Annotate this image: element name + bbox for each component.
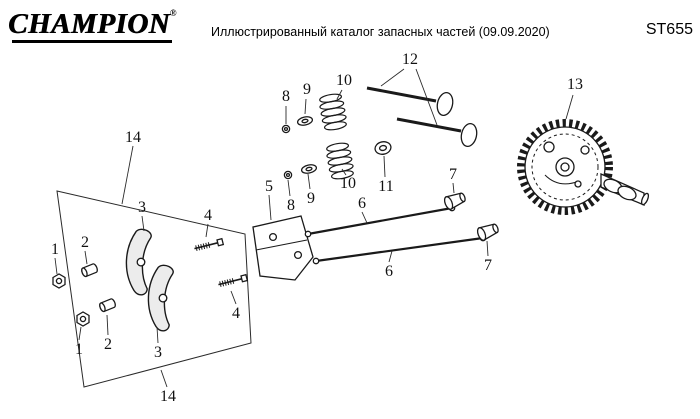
- valve-seal-11: [374, 141, 392, 155]
- callout-12: 12: [402, 51, 418, 68]
- callout-3-upper: 3: [138, 199, 146, 216]
- leader-line-1b: [78, 326, 82, 341]
- leader-line-10b: [341, 168, 347, 176]
- callout-8-mid: 8: [287, 197, 295, 214]
- callout-9-top: 9: [303, 81, 311, 98]
- valve-12b: [396, 117, 478, 148]
- push-rod-6b: [312, 234, 487, 265]
- leader-line-3b: [156, 326, 159, 344]
- camshaft-13: [517, 119, 650, 215]
- pivot-part-2a: [81, 263, 98, 278]
- group-14-outline: [56, 190, 252, 388]
- callout-14-bottom: 14: [160, 388, 176, 405]
- leader-line-6b: [388, 250, 393, 263]
- callout-2-lower: 2: [104, 336, 112, 353]
- callout-6-lower: 6: [385, 263, 393, 280]
- valve-spring-10a: [319, 93, 347, 131]
- valve-keeper-8b: [283, 170, 293, 180]
- callout-2-upper: 2: [81, 234, 89, 251]
- leader-line-12b: [415, 68, 438, 126]
- callout-11: 11: [378, 178, 393, 195]
- leader-line-12a: [380, 68, 405, 87]
- callout-5: 5: [265, 178, 273, 195]
- leader-line-11: [383, 155, 386, 178]
- callout-1-upper: 1: [51, 241, 59, 258]
- callout-14-top: 14: [125, 129, 141, 146]
- spring-retainer-9a: [296, 116, 314, 126]
- leader-line-14a: [121, 145, 134, 205]
- leader-line-2b: [106, 314, 109, 336]
- catalog-title: Иллюстрированный каталог запасных частей…: [211, 25, 550, 39]
- nut-part-1b: [76, 311, 90, 327]
- pivot-part-2b: [99, 298, 116, 313]
- leader-line-4a: [205, 223, 209, 238]
- callout-1-lower: 1: [75, 341, 83, 358]
- leader-line-13: [565, 94, 574, 120]
- nut-part-1a: [52, 273, 66, 289]
- champion-logo: CHAMPION®: [8, 8, 178, 43]
- leader-line-4b: [230, 290, 237, 305]
- adjusting-screw-4a: [194, 237, 225, 251]
- callout-9-mid: 9: [307, 190, 315, 207]
- tappet-7a: [443, 192, 466, 211]
- callout-3-lower: 3: [154, 344, 162, 361]
- callout-6-upper: 6: [358, 195, 366, 212]
- leader-line-9b: [307, 173, 311, 190]
- valve-spring-10b: [326, 142, 354, 180]
- leader-line-10a: [336, 89, 343, 100]
- callout-7-upper: 7: [449, 166, 457, 183]
- model-number: ST655: [645, 21, 693, 38]
- leader-line-5: [268, 194, 272, 221]
- leader-line-9a: [304, 98, 307, 115]
- push-rod-6a: [304, 204, 456, 238]
- spring-retainer-9b: [300, 164, 318, 174]
- callout-7-lower: 7: [484, 257, 492, 274]
- leader-line-1a: [54, 257, 58, 275]
- tappet-7b: [476, 223, 499, 242]
- leader-line-7b: [486, 240, 489, 257]
- valve-12a: [366, 86, 454, 116]
- guide-plate-5: [252, 215, 314, 281]
- callout-8-top: 8: [282, 88, 290, 105]
- champion-logo-text: CHAMPION: [8, 8, 170, 40]
- adjusting-screw-4b: [218, 273, 249, 287]
- champion-logo-underline: [12, 40, 172, 43]
- leader-line-2a: [84, 250, 88, 265]
- callout-10-top: 10: [336, 72, 352, 89]
- leader-line-6a: [361, 211, 368, 224]
- rocker-arm-3b: [147, 264, 174, 332]
- callout-10-mid: 10: [340, 175, 356, 192]
- leader-line-8b: [287, 179, 291, 197]
- leader-line-7a: [452, 182, 455, 194]
- leader-line-14b: [160, 369, 168, 388]
- leader-line-3a: [141, 215, 145, 232]
- callout-4-lower: 4: [232, 305, 240, 322]
- registered-trademark: ®: [169, 8, 177, 18]
- rocker-arm-3a: [125, 228, 152, 296]
- callout-13: 13: [567, 76, 583, 93]
- callout-4-upper: 4: [204, 207, 212, 224]
- valve-keeper-8a: [281, 124, 291, 134]
